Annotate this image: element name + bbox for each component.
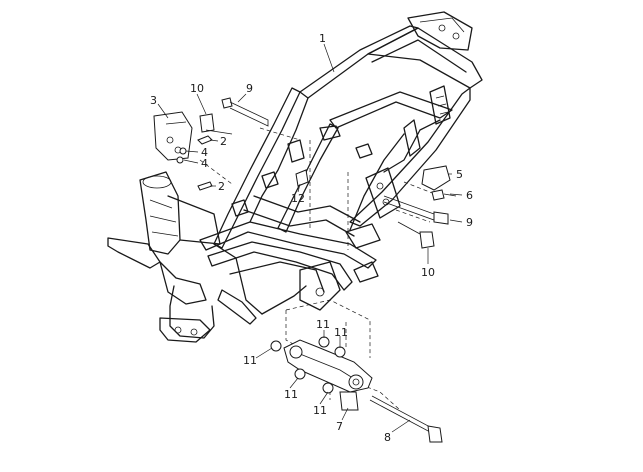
callout-10-upper: 10 — [190, 82, 204, 95]
bolt-part-9-upper — [221, 97, 269, 127]
bolt-part-10-upper — [199, 113, 233, 135]
bushing-part-11-e — [322, 382, 334, 394]
callout-4-lower: 4 — [201, 157, 208, 170]
callout-9-lower: 9 — [466, 216, 473, 229]
callout-11-left: 11 — [243, 354, 257, 367]
callout-10-lower: 10 — [421, 266, 435, 279]
callout-12: 12 — [291, 192, 305, 205]
leader-lines — [157, 43, 463, 433]
callout-6: 6 — [466, 189, 473, 202]
bushing-part-11-a — [270, 340, 282, 352]
callout-2-lower: 2 — [218, 180, 225, 193]
nut-part-10-lower — [397, 221, 435, 249]
callout-7: 7 — [336, 420, 343, 433]
callout-9-upper: 9 — [246, 82, 253, 95]
callout-11-top-right: 11 — [334, 326, 348, 339]
bolt-part-9-lower — [383, 195, 449, 225]
bracket-part-5 — [421, 165, 451, 191]
callout-labels: 1 2 2 3 4 4 5 6 7 8 9 9 10 10 11 11 11 1… — [150, 32, 473, 444]
callout-11-bottom-left: 11 — [284, 388, 298, 401]
callout-5: 5 — [456, 168, 463, 181]
callout-2-upper: 2 — [220, 135, 227, 148]
bracket-part-3 — [153, 111, 193, 161]
main-frame — [107, 11, 483, 343]
callout-8: 8 — [384, 431, 391, 444]
callout-11-top-left: 11 — [316, 318, 330, 331]
bushing-part-11-c — [334, 346, 346, 358]
engine-mount-link-part-7 — [283, 339, 373, 411]
bushing-part-11-b — [318, 336, 330, 348]
long-bolt-part-8 — [369, 395, 443, 443]
callout-4-upper: 4 — [201, 146, 208, 159]
callout-1: 1 — [319, 32, 326, 45]
callout-3: 3 — [150, 94, 157, 107]
callout-11-bottom: 11 — [313, 404, 327, 417]
nut-part-4-upper — [179, 147, 187, 155]
pin-part-2-lower — [197, 181, 213, 191]
clip-part-12 — [295, 169, 309, 187]
nut-part-4-lower — [176, 156, 184, 164]
bushing-part-11-d — [294, 368, 306, 380]
pin-part-2-upper — [197, 135, 213, 145]
bolt-part-6 — [431, 189, 457, 201]
